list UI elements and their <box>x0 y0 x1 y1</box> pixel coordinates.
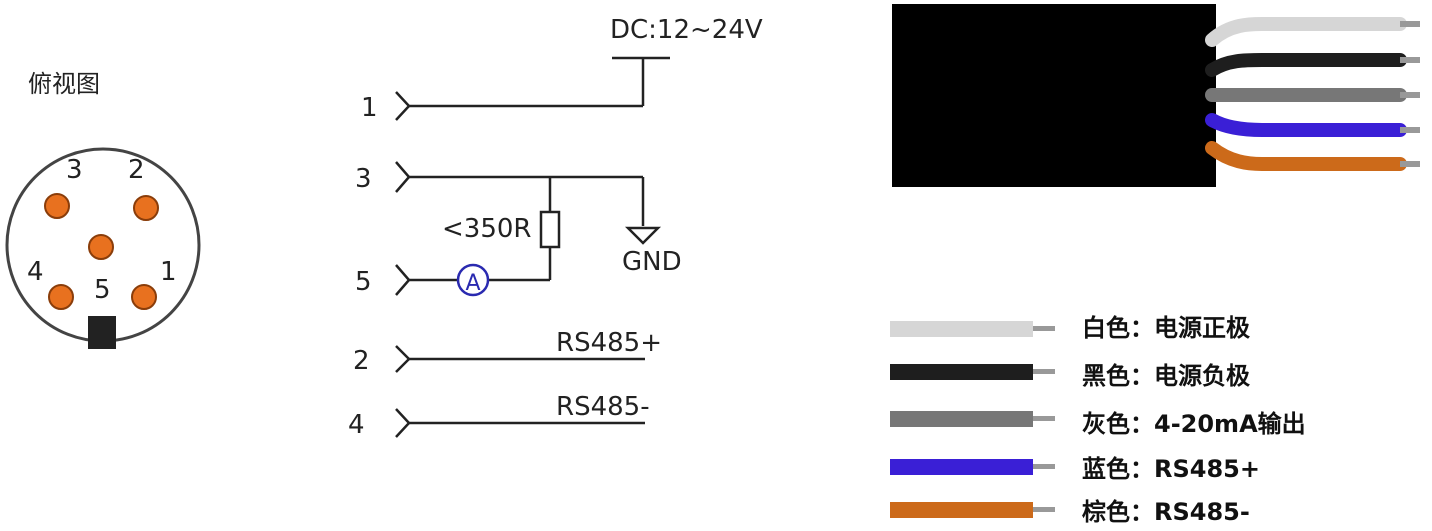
schematic-labels: DC:12~24V <350R A GND RS485+ RS485- 1 3 … <box>348 15 763 440</box>
schematic-pin-1-num: 1 <box>361 93 378 123</box>
pin-4-label: 4 <box>27 257 44 287</box>
schematic-pin-4-num: 4 <box>348 410 365 440</box>
wire-blue-tip <box>1400 127 1420 133</box>
legend-tip-gray <box>1033 416 1055 421</box>
schematic-pin-3-num: 3 <box>355 164 372 194</box>
pin-3-dot <box>44 193 70 219</box>
ground-label: GND <box>622 247 682 277</box>
legend-swatch-black <box>890 364 1033 380</box>
pin-2-label: 2 <box>128 155 145 185</box>
wire-brown-tip <box>1400 161 1420 167</box>
schematic-pin-2-num: 2 <box>353 346 370 376</box>
pin-5-dot <box>88 234 114 260</box>
ground-symbol <box>624 226 662 245</box>
legend-swatch-blue <box>890 459 1033 475</box>
pin-5-label: 5 <box>94 275 111 305</box>
wire-gray-tip <box>1400 92 1420 98</box>
pin-5-connector-mark <box>395 264 411 296</box>
resistor-label: <350R <box>442 214 531 244</box>
schematic-pin-5-num: 5 <box>355 267 372 297</box>
pin-3-label: 3 <box>66 155 83 185</box>
pin-1-label: 1 <box>160 257 177 287</box>
legend-tip-black <box>1033 369 1055 374</box>
ammeter-symbol <box>456 263 490 297</box>
legend-text-brown: 棕色：RS485- <box>1082 498 1250 526</box>
top-view-title: 俯视图 <box>28 70 100 98</box>
wire-white <box>1205 17 1407 47</box>
legend-text-blue: 蓝色：RS485+ <box>1082 455 1260 483</box>
legend-text-black: 黑色：电源负极 <box>1082 362 1250 390</box>
legend-swatch-white <box>890 321 1033 337</box>
connector-top-view: 俯视图 3 2 4 5 1 <box>5 70 201 349</box>
wire-white-tip <box>1400 21 1420 27</box>
legend-tip-blue <box>1033 464 1055 469</box>
connector-key-notch <box>88 316 116 349</box>
rs485-plus-label: RS485+ <box>556 328 662 358</box>
cable-jacket <box>892 4 1216 187</box>
legend-swatch-gray <box>890 411 1033 427</box>
cable-illustration <box>892 4 1420 187</box>
pin-2-dot <box>133 195 159 221</box>
legend-tip-white <box>1033 326 1055 331</box>
legend-text-white: 白色：电源正极 <box>1082 314 1250 342</box>
wire-blue <box>1205 113 1407 137</box>
wire-black-tip <box>1400 57 1420 63</box>
pin-2-connector-mark <box>395 345 411 373</box>
legend-text-gray: 灰色：4-20mA输出 <box>1082 410 1306 438</box>
schematic <box>395 56 670 438</box>
pin-1-dot <box>131 284 157 310</box>
supply-label: DC:12~24V <box>610 15 763 45</box>
pin-3-connector-mark <box>395 161 411 193</box>
wire-color-legend: 白色：电源正极 黑色：电源负极 灰色：4-20mA输出 蓝色：RS485+ 棕色… <box>890 314 1306 526</box>
ammeter-letter: A <box>465 271 480 296</box>
wire-black <box>1205 53 1407 77</box>
wire-brown <box>1205 141 1407 171</box>
legend-swatch-brown <box>890 502 1033 518</box>
rs485-minus-label: RS485- <box>556 392 650 422</box>
legend-tip-brown <box>1033 507 1055 512</box>
pin-4-connector-mark <box>395 408 411 438</box>
pin-4-dot <box>48 284 74 310</box>
resistor-symbol <box>539 210 561 249</box>
pin-1-connector-mark <box>395 91 411 121</box>
